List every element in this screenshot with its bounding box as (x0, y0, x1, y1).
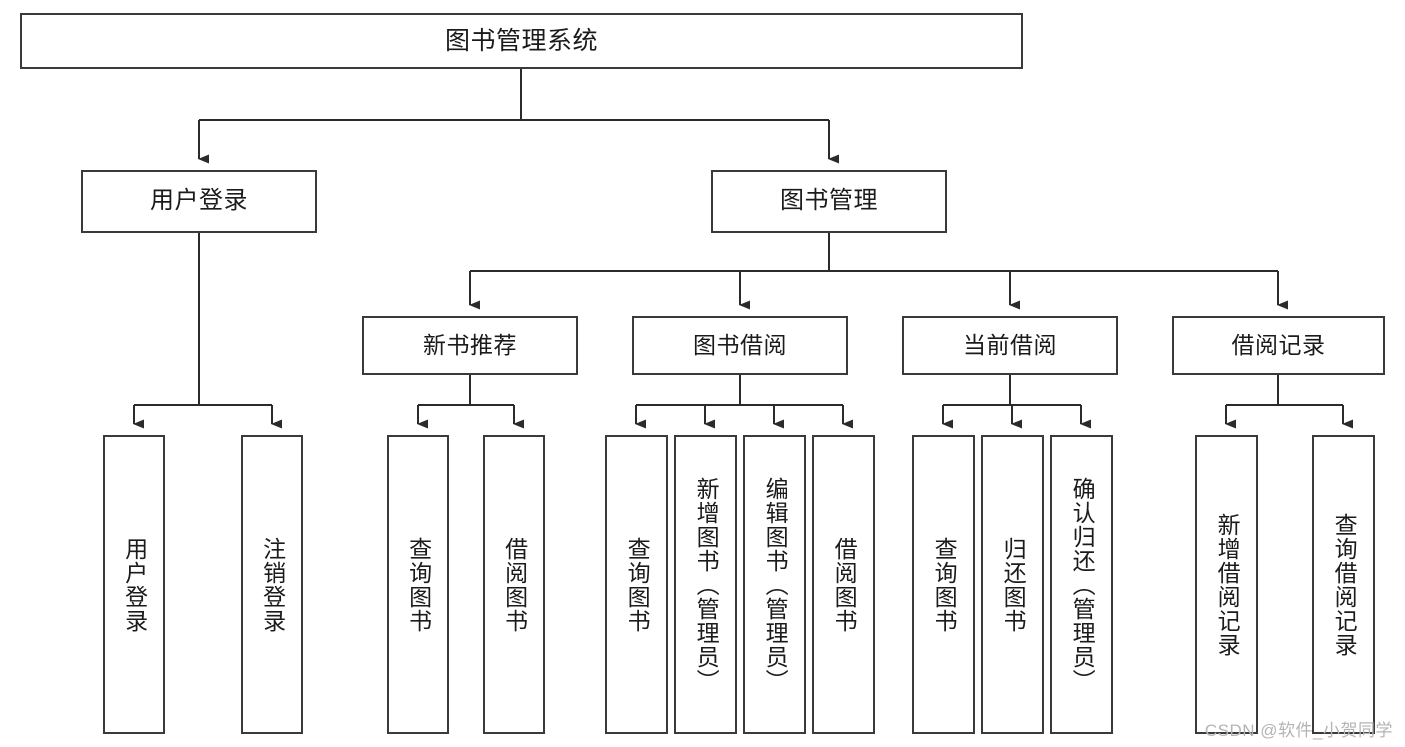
node-leaf-6[interactable]: 新增图书（管理员） (674, 435, 737, 734)
node-leaf-label: 注销登录 (259, 536, 286, 633)
node-leaf-label: 归还图书 (1000, 536, 1027, 633)
node-leaf-label: 查询图书 (931, 536, 958, 633)
node-leaf-13[interactable]: 查询借阅记录 (1312, 435, 1375, 734)
node-leaf-7[interactable]: 编辑图书（管理员） (743, 435, 806, 734)
node-leaf-label: 新增图书（管理员） (693, 476, 720, 693)
node-leaf-5[interactable]: 查询图书 (605, 435, 668, 734)
node-leaf-3[interactable]: 查询图书 (387, 435, 449, 734)
node-group-3[interactable]: 当前借阅 (902, 316, 1118, 375)
node-leaf-label: 确认归还（管理员） (1069, 476, 1096, 693)
node-root[interactable]: 图书管理系统 (20, 13, 1023, 69)
node-root-label: 图书管理系统 (444, 27, 598, 55)
node-leaf-label: 借阅图书 (501, 536, 528, 633)
node-leaf-label: 用户登录 (121, 536, 148, 633)
node-leaf-label: 查询借阅记录 (1331, 512, 1358, 657)
node-branch-label: 图书管理 (780, 187, 878, 215)
node-branch-1[interactable]: 用户登录 (81, 170, 317, 233)
node-leaf-11[interactable]: 确认归还（管理员） (1050, 435, 1113, 734)
node-group-2[interactable]: 图书借阅 (632, 316, 848, 375)
node-branch-label: 用户登录 (150, 187, 248, 215)
node-branch-2[interactable]: 图书管理 (711, 170, 947, 233)
connector-arrows (132, 120, 1353, 429)
node-group-label: 当前借阅 (963, 331, 1057, 358)
node-leaf-label: 新增借阅记录 (1214, 512, 1241, 657)
node-group-label: 图书借阅 (693, 331, 787, 358)
node-leaf-label: 借阅图书 (831, 536, 858, 633)
node-leaf-10[interactable]: 归还图书 (981, 435, 1044, 734)
node-leaf-label: 查询图书 (624, 536, 651, 633)
node-leaf-4[interactable]: 借阅图书 (483, 435, 545, 734)
node-group-label: 新书推荐 (423, 331, 517, 358)
node-leaf-1[interactable]: 用户登录 (103, 435, 165, 734)
node-leaf-label: 编辑图书（管理员） (762, 476, 789, 693)
node-leaf-12[interactable]: 新增借阅记录 (1195, 435, 1258, 734)
node-leaf-2[interactable]: 注销登录 (241, 435, 303, 734)
watermark-credit: CSDN @软件_小贺同学 (1204, 721, 1393, 740)
node-leaf-9[interactable]: 查询图书 (912, 435, 975, 734)
node-group-4[interactable]: 借阅记录 (1172, 316, 1385, 375)
node-group-1[interactable]: 新书推荐 (362, 316, 578, 375)
node-group-label: 借阅记录 (1231, 331, 1326, 358)
node-leaf-8[interactable]: 借阅图书 (812, 435, 875, 734)
node-leaf-label: 查询图书 (405, 536, 432, 633)
